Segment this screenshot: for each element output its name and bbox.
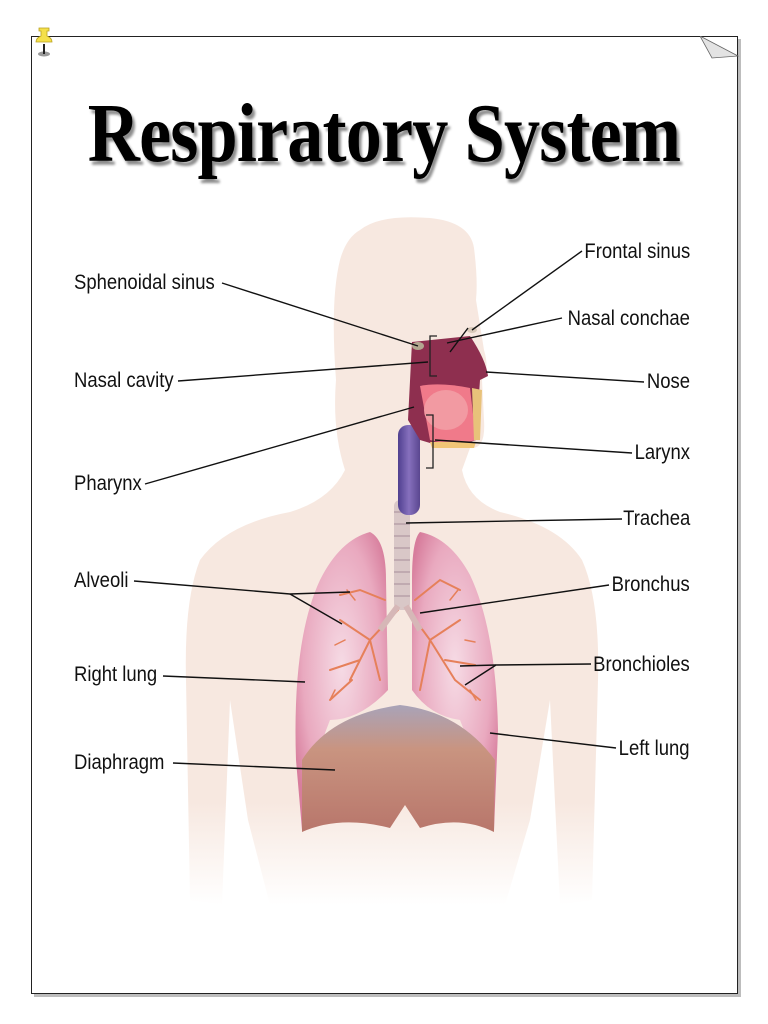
page-curl-corner [700,36,740,59]
esophagus [398,425,420,515]
label-left-lung: Left lung [619,737,690,760]
label-right-lung: Right lung [74,663,158,686]
label-sphenoidal-sinus: Sphenoidal sinus [74,271,215,294]
label-diaphragm: Diaphragm [74,751,165,774]
head-section [408,327,488,448]
label-nose: Nose [646,370,690,393]
label-nasal-conchae: Nasal conchae [567,307,690,330]
trachea [377,500,423,632]
right-lung [295,532,388,830]
brackets [426,335,437,469]
label-alveoli: Alveoli [74,569,129,592]
page-title: Respiratory System [87,87,681,180]
leader-lines [133,250,645,771]
label-larynx: Larynx [634,441,690,464]
label-nasal-cavity: Nasal cavity [74,369,174,392]
diaphragm-muscle [302,705,495,832]
label-trachea: Trachea [622,507,690,530]
label-pharynx: Pharynx [74,472,142,495]
bronchial-tree [329,578,481,701]
label-bronchus: Bronchus [611,573,690,596]
label-bronchioles: Bronchioles [593,653,690,676]
label-frontal-sinus: Frontal sinus [584,240,690,263]
pushpin-icon [35,27,53,57]
